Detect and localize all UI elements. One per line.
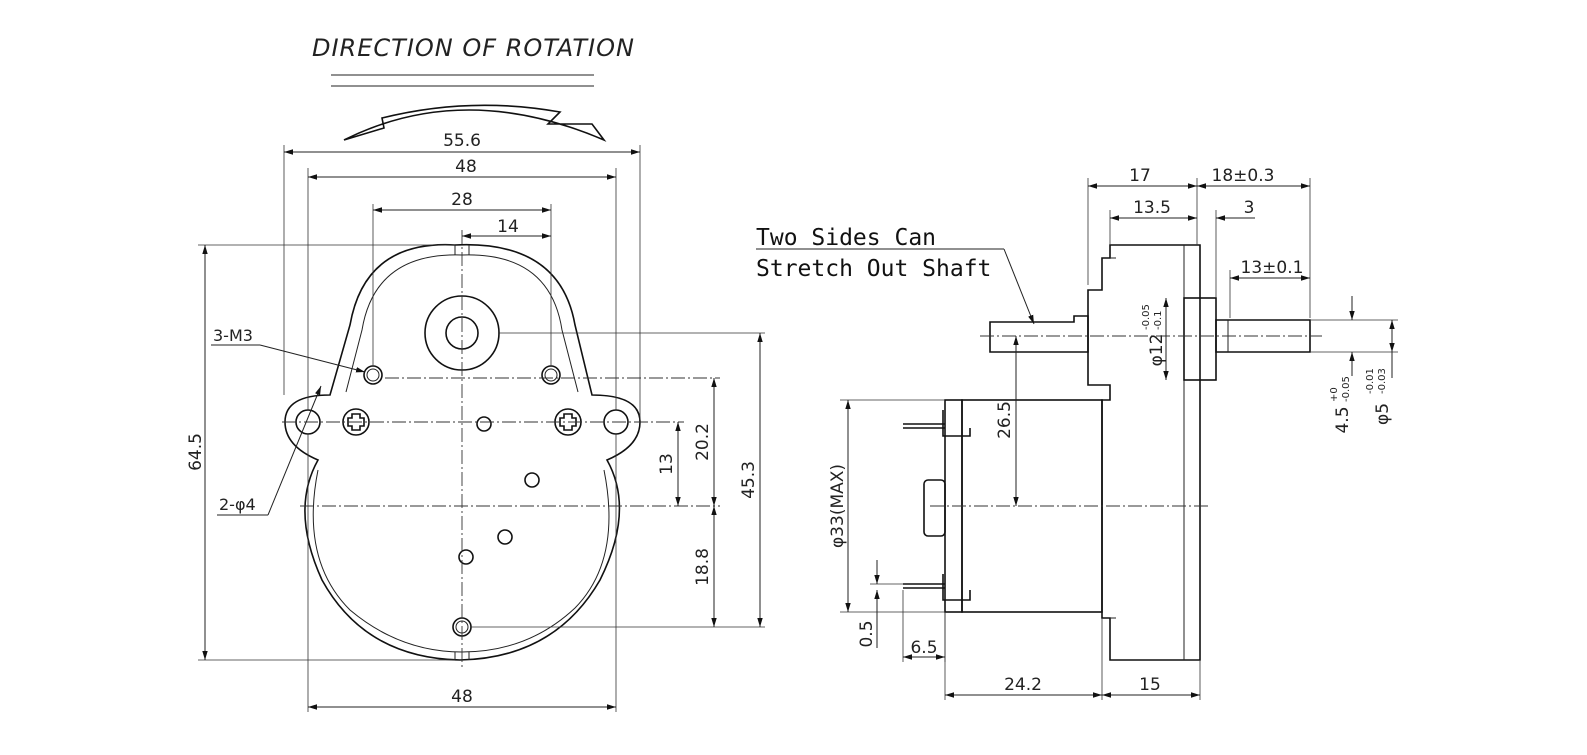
dim-48-top: 48 <box>455 157 477 177</box>
title-direction-of-rotation: DIRECTION OF ROTATION <box>312 34 635 62</box>
dim-18-8: 18.8 <box>693 548 713 586</box>
dim-13-tol: 13±0.1 <box>1241 258 1304 278</box>
terminal-bottom <box>903 574 971 601</box>
dim-14: 14 <box>497 217 519 237</box>
dim-18-tol: 18±0.3 <box>1212 166 1275 186</box>
dim-24-2: 24.2 <box>1004 675 1042 695</box>
dim-55-6: 55.6 <box>443 131 481 151</box>
rotation-arrow-icon <box>343 104 607 142</box>
dim-20-2: 20.2 <box>693 423 713 461</box>
dim-4-5: 4.5 <box>1333 406 1353 433</box>
output-shaft-left <box>989 315 1089 353</box>
dim-45-3: 45.3 <box>739 461 759 499</box>
dim-phi5: φ5 <box>1373 403 1393 425</box>
gearbox-outline <box>284 243 641 661</box>
dim-13: 13 <box>657 453 677 475</box>
dim-4-5-upper-tol: +0 <box>1329 387 1340 402</box>
dim-28: 28 <box>451 190 473 210</box>
dim-64-5: 64.5 <box>186 433 206 471</box>
side-view: 17 18±0.3 13.5 3 13±0.1 φ12 -0.05 -0.1 2… <box>756 166 1398 700</box>
dim-phi5-lower-tol: -0.03 <box>1377 368 1388 394</box>
rotation-header: DIRECTION OF ROTATION <box>312 34 635 142</box>
dim-phi33: φ33(MAX) <box>828 464 848 548</box>
dim-48-bottom: 48 <box>451 687 473 707</box>
gearbox-side-body <box>1087 244 1201 661</box>
dim-phi5-upper-tol: -0.01 <box>1365 368 1376 394</box>
note-line-1: Two Sides Can <box>756 225 936 251</box>
dim-13-5: 13.5 <box>1133 198 1171 218</box>
dim-6-5: 6.5 <box>910 638 937 658</box>
dim-26-5: 26.5 <box>995 401 1015 439</box>
dim-4-5-lower-tol: -0.05 <box>1341 376 1352 402</box>
dim-17: 17 <box>1129 166 1151 186</box>
dim-3: 3 <box>1244 198 1255 218</box>
dim-phi12-lower-tol: -0.1 <box>1153 310 1164 330</box>
dim-15: 15 <box>1139 675 1161 695</box>
terminal-top <box>903 410 971 437</box>
dim-phi12-upper-tol: -0.05 <box>1141 304 1152 330</box>
label-2-phi4: 2-φ4 <box>219 495 256 514</box>
front-view: 55.6 48 28 14 48 64.5 13 20.2 18.8 45.3 … <box>186 131 765 712</box>
label-3-m3: 3-M3 <box>213 326 253 345</box>
note-line-2: Stretch Out Shaft <box>756 256 991 282</box>
dim-phi12: φ12 <box>1147 334 1167 367</box>
dim-0-5: 0.5 <box>857 620 877 647</box>
